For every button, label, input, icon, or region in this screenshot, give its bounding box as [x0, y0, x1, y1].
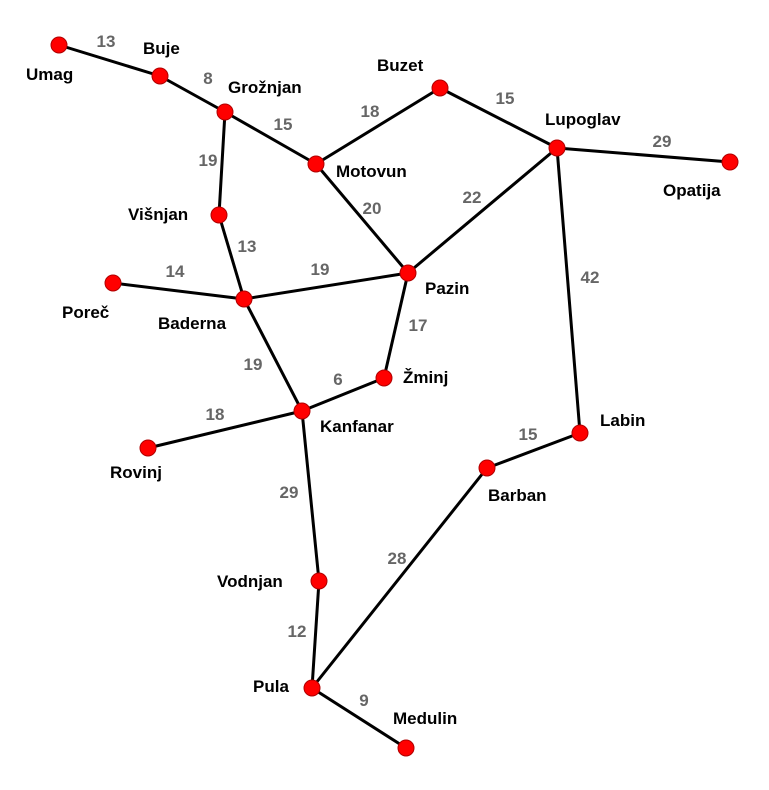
road-umag-buje: [57, 43, 162, 78]
road-lupoglav-labin: [555, 146, 582, 435]
city-node-visnjan: [210, 206, 228, 224]
road-buzet-lupoglav: [438, 86, 559, 150]
road-baderna-kanfanar: [242, 297, 304, 413]
distance-label-motovun-pazin: 20: [363, 199, 382, 218]
city-node-buzet: [431, 79, 449, 97]
distance-label-visnjan-baderna: 13: [238, 237, 257, 256]
distance-label-motovun-buzet: 18: [361, 102, 380, 121]
city-node-motovun: [307, 155, 325, 173]
road-motovun-buzet: [314, 86, 442, 166]
city-node-rovinj: [139, 439, 157, 457]
city-node-baderna: [235, 290, 253, 308]
city-label-barban: Barban: [488, 486, 547, 505]
distance-label-barban-pula: 28: [388, 549, 407, 568]
distance-label-rovinj-kanfanar: 18: [206, 405, 225, 424]
city-label-visnjan: Višnjan: [128, 205, 188, 224]
road-motovun-pazin: [314, 162, 410, 275]
distance-label-groznjan-motovun: 15: [274, 115, 293, 134]
distance-label-lupoglav-pazin: 22: [463, 188, 482, 207]
road-pazin-zminj: [382, 271, 410, 380]
distance-label-porec-baderna: 14: [166, 262, 185, 281]
road-pula-medulin: [310, 686, 408, 750]
distance-labels-layer: 13 8 15 19 18 15 29 20 22 13 14 19 17 42 19 6 18 15 29 28 12…: [97, 32, 672, 710]
city-node-barban: [478, 459, 496, 477]
city-node-umag: [50, 36, 68, 54]
city-label-umag: Umag: [26, 65, 73, 84]
city-node-labin: [571, 424, 589, 442]
distance-label-pazin-zminj: 17: [409, 316, 428, 335]
city-label-pazin: Pazin: [425, 279, 469, 298]
roads-layer: [57, 43, 732, 750]
city-node-medulin: [397, 739, 415, 757]
city-label-labin: Labin: [600, 411, 645, 430]
city-label-pula: Pula: [253, 677, 289, 696]
city-label-rovinj: Rovinj: [110, 463, 162, 482]
city-label-motovun: Motovun: [336, 162, 407, 181]
city-label-medulin: Medulin: [393, 709, 457, 728]
road-groznjan-visnjan: [217, 110, 227, 217]
road-labin-barban: [485, 431, 582, 470]
city-label-groznjan: Grožnjan: [228, 78, 302, 97]
road-rovinj-kanfanar: [146, 409, 304, 450]
distance-label-umag-buje: 13: [97, 32, 116, 51]
distance-label-labin-barban: 15: [519, 425, 538, 444]
city-node-opatija: [721, 153, 739, 171]
road-buje-groznjan: [158, 74, 227, 114]
city-node-pazin: [399, 264, 417, 282]
city-label-vodnjan: Vodnjan: [217, 572, 283, 591]
city-label-opatija: Opatija: [663, 181, 721, 200]
distance-label-baderna-kanfanar: 19: [244, 355, 263, 374]
distance-label-lupoglav-labin: 42: [581, 268, 600, 287]
distance-label-buje-groznjan: 8: [203, 69, 212, 88]
road-zminj-kanfanar: [300, 376, 386, 413]
city-node-lupoglav: [548, 139, 566, 157]
distance-label-buzet-lupoglav: 15: [496, 89, 515, 108]
city-label-kanfanar: Kanfanar: [320, 417, 394, 436]
road-lupoglav-opatija: [555, 146, 732, 164]
distance-label-kanfanar-vodnjan: 29: [280, 483, 299, 502]
road-kanfanar-vodnjan: [300, 409, 321, 583]
city-label-baderna: Baderna: [158, 314, 227, 333]
city-node-buje: [151, 67, 169, 85]
distance-label-pula-medulin: 9: [359, 691, 368, 710]
city-node-pula: [303, 679, 321, 697]
city-label-buzet: Buzet: [377, 56, 424, 75]
city-label-lupoglav: Lupoglav: [545, 110, 621, 129]
city-node-groznjan: [216, 103, 234, 121]
city-node-zminj: [375, 369, 393, 387]
city-label-buje: Buje: [143, 39, 180, 58]
distance-label-zminj-kanfanar: 6: [333, 370, 342, 389]
city-node-kanfanar: [293, 402, 311, 420]
road-barban-pula: [310, 466, 489, 690]
road-lupoglav-pazin: [406, 146, 559, 275]
city-node-porec: [104, 274, 122, 292]
distance-label-vodnjan-pula: 12: [288, 622, 307, 641]
distance-label-lupoglav-opatija: 29: [653, 132, 672, 151]
road-groznjan-motovun: [223, 110, 318, 166]
road-visnjan-baderna: [217, 213, 246, 301]
city-label-zminj: Žminj: [403, 368, 448, 387]
distance-label-baderna-pazin: 19: [311, 260, 330, 279]
road-baderna-pazin: [242, 271, 410, 301]
city-label-porec: Poreč: [62, 303, 109, 322]
city-node-vodnjan: [310, 572, 328, 590]
cities-layer: [50, 36, 739, 757]
distance-label-groznjan-visnjan: 19: [199, 151, 218, 170]
road-vodnjan-pula: [310, 579, 321, 690]
road-porec-baderna: [111, 281, 246, 301]
